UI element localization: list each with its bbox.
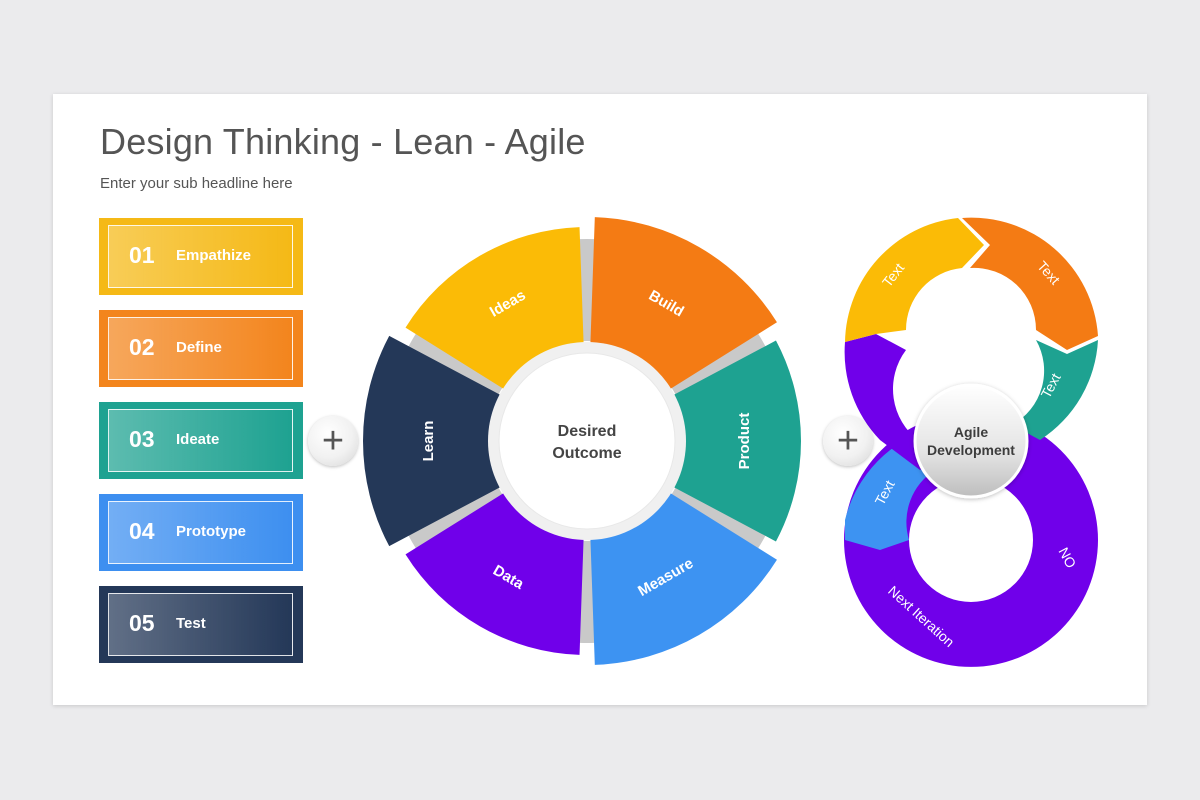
top-loop-purple-band xyxy=(844,334,1040,470)
cycle-connector xyxy=(671,333,766,395)
cycle-connector xyxy=(579,540,595,644)
step-frame xyxy=(108,225,293,288)
step-ideate[interactable]: 03 Ideate xyxy=(99,402,303,479)
cycle-segment-data xyxy=(405,489,584,655)
step-label: Test xyxy=(176,615,206,632)
step-frame xyxy=(108,501,293,564)
cycle-segment-learn xyxy=(363,335,506,547)
cycle-label: Product xyxy=(736,413,753,470)
cycle-label: Learn xyxy=(420,421,437,462)
cycle-connector xyxy=(408,333,503,395)
step-define[interactable]: 02 Define xyxy=(99,310,303,387)
step-label: Define xyxy=(176,339,222,356)
top-loop-orange-segment xyxy=(962,217,1098,350)
step-number: 02 xyxy=(129,334,155,360)
center-line-2: Outcome xyxy=(552,445,621,462)
agile-loop: Text Text Text Text NO Next Iteration Ag… xyxy=(844,217,1098,667)
agile-hub xyxy=(913,383,1029,499)
step-empathize[interactable]: 01 Empathize xyxy=(99,218,303,295)
cycle-segment-build xyxy=(590,217,777,393)
cycle-connector xyxy=(408,487,503,549)
plus-icon: + xyxy=(308,416,358,466)
top-loop-teal-segment xyxy=(1012,340,1098,440)
step-frame xyxy=(108,317,293,380)
step-test[interactable]: 05 Test xyxy=(99,586,303,663)
center-line-1: Desired xyxy=(558,423,617,440)
top-loop-yellow-segment xyxy=(845,218,984,342)
step-number: 01 xyxy=(129,242,155,268)
cycle-segment-measure xyxy=(590,489,777,665)
hub-line-2: Development xyxy=(927,442,1015,458)
cycle-segment-product xyxy=(668,340,801,542)
step-label: Empathize xyxy=(176,247,252,264)
step-label: Ideate xyxy=(176,431,220,448)
cycle-connector xyxy=(579,238,595,342)
bottom-loop-blue-segment xyxy=(845,440,935,550)
hub-line-1: Agile xyxy=(954,424,988,440)
step-label: Prototype xyxy=(176,523,247,540)
step-frame xyxy=(108,409,293,472)
cycle-segment-ideas xyxy=(405,227,584,393)
step-number: 05 xyxy=(129,610,155,636)
cycle-connector xyxy=(671,487,766,549)
subtitle: Enter your sub headline here xyxy=(100,175,293,192)
step-number: 04 xyxy=(129,518,155,544)
center-circle xyxy=(498,352,676,530)
page-title: Design Thinking - Lean - Agile xyxy=(100,121,586,162)
plus-icon: + xyxy=(823,416,873,466)
step-number: 03 xyxy=(129,426,155,452)
step-frame xyxy=(108,593,293,656)
step-prototype[interactable]: 04 Prototype xyxy=(99,494,303,571)
